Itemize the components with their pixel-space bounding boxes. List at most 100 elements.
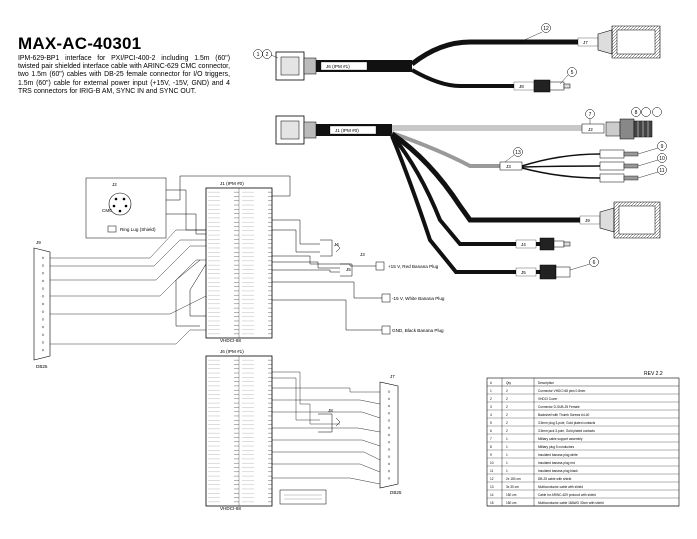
bom-cell: 2 — [506, 397, 508, 401]
ring-lug-icon — [107, 225, 117, 233]
label-tag-j8 — [513, 81, 535, 91]
bom-cell: 4 — [490, 413, 492, 417]
cable-label-j2: J2 — [588, 127, 593, 132]
schematic-j4-label: J4 — [334, 242, 339, 247]
schematic-j2-label: J2 — [112, 182, 117, 187]
j1-pin-rows — [208, 191, 272, 335]
db25-pin — [41, 279, 45, 282]
db25-pin — [41, 349, 45, 352]
db25-pin — [387, 477, 391, 480]
db25-pin — [387, 448, 391, 451]
bom-cell: 2x 150 cm — [506, 477, 521, 481]
schematic-j3-label: J3 — [360, 252, 365, 257]
bom-header-cell: # — [490, 381, 492, 385]
cable-label-j7: J7 — [583, 40, 588, 45]
callout-8: 8 — [635, 110, 638, 116]
label-tag-j9 — [579, 215, 601, 225]
db25-pin — [41, 272, 45, 275]
bom-cell: 1 — [506, 453, 508, 457]
cable-branch-j7 — [410, 39, 592, 66]
j5-jack-symbol — [340, 263, 353, 277]
schematic-j5-label: J5 — [346, 267, 351, 272]
bom-cell: 14 — [490, 493, 494, 497]
label-tag-j6 — [320, 61, 368, 71]
schematic-upper: J2 CMC Ring Lug (Shield) J1 (IPM #0) VHD… — [33, 175, 445, 369]
bom-cell: Military cable support assembly — [538, 437, 583, 441]
bom-cell: Cable for ARINC-629 protocol with shield — [538, 493, 596, 497]
label-tag-j4 — [515, 239, 537, 249]
banana-plug-red — [599, 149, 639, 159]
callout-numbers: 1 2 12 5 7 8 13 9 10 11 6 — [257, 26, 665, 266]
schematic-j7-label: J7 — [390, 374, 395, 379]
bom-cell: Multiconductor cable with shield — [538, 485, 583, 489]
callout-1: 1 — [257, 52, 260, 58]
j2-cmc-box — [85, 177, 167, 239]
db25-pin — [41, 295, 45, 298]
bom-cell: Backshell with Thumb Screws #4-40 — [538, 413, 590, 417]
bom-cell: 13 — [490, 485, 494, 489]
connector-j6-vhdci — [275, 51, 317, 81]
schematic-lower: J6 (IPM #1) VHDCI-68 J8 J7 DB25 — [205, 349, 402, 511]
bom-header-cell: Qty — [506, 381, 511, 385]
bom-cell: 7 — [490, 437, 492, 441]
j6-pin-rows — [208, 359, 272, 503]
note-box — [279, 489, 327, 505]
label-tag-j5 — [515, 267, 537, 277]
bom-cell: 2 — [490, 397, 492, 401]
schematic-j9-label: J9 — [36, 240, 41, 245]
label-tag-j3 — [499, 161, 523, 171]
bom-cell: 3x 30 cm — [506, 485, 519, 489]
j4-jack-symbol — [320, 239, 341, 257]
bom-cell: Insulated banana plug black — [538, 469, 578, 473]
connector-j9-db25 — [599, 201, 661, 239]
banana-white-symbol — [381, 293, 391, 303]
bom-cell: Insulated banana plug red — [538, 461, 575, 465]
cable-label-j9: J9 — [585, 218, 590, 223]
banana-red-symbol — [375, 261, 385, 271]
bom-cell: VHDCI Cover — [538, 397, 558, 401]
j1-wires — [272, 219, 382, 331]
cable-branch-j9 — [390, 131, 600, 223]
bom-cell: 3.5mm jack 3-pole, Gold plated contacts — [538, 429, 595, 433]
banana-plug-black — [599, 173, 639, 183]
bom-cell: 1 — [506, 445, 508, 449]
bom-cell: 150 cm — [506, 501, 517, 505]
bom-cell: 2 — [506, 413, 508, 417]
db25-pin — [41, 302, 45, 306]
cable-branch-j4 — [390, 133, 540, 246]
bom-cell: DB-25 cable with shield — [538, 477, 572, 481]
wire-black — [521, 167, 601, 179]
callout-leaders — [270, 31, 659, 271]
callout-5: 5 — [571, 70, 574, 76]
schematic-j6-label: J6 (IPM #1) — [220, 349, 244, 354]
db25-pin — [41, 256, 45, 259]
schematic-j1-label: J1 (IPM #0) — [220, 181, 244, 186]
bom-cell: 1 — [506, 461, 508, 465]
db25-pin — [387, 405, 391, 408]
bom-cell: 3 — [490, 405, 492, 409]
cable-branch-j3 — [391, 131, 500, 168]
cable-branch-j5 — [390, 135, 540, 274]
db25-pin — [387, 455, 391, 458]
bom-cell: 8 — [490, 445, 492, 449]
db25-pin — [387, 397, 391, 400]
cable-branch-j8 — [411, 68, 530, 88]
schematic-db25-label-2: DB25 — [390, 490, 402, 495]
connector-j5-jack — [539, 264, 571, 280]
cable-label-j1: J1 (IPM #0) — [335, 128, 359, 133]
db25-pin — [41, 287, 45, 290]
cable-label-j4: J4 — [521, 242, 526, 247]
cable-label-j6: J6 (IPM #1) — [326, 64, 350, 69]
bom-cell: 2 — [506, 421, 508, 425]
schematic-db25-label-1: DB25 — [36, 364, 48, 369]
bom-cell: 6 — [490, 429, 492, 433]
j6-wires — [272, 371, 381, 485]
cable-assembly: J6 (IPM #1) J7 J8 J1 (IPM #0) — [253, 23, 667, 280]
db25-pin — [41, 310, 45, 313]
revision-label: REV 2.2 — [644, 371, 663, 377]
wire-white — [521, 165, 601, 168]
bom-cell: 5 — [490, 421, 492, 425]
